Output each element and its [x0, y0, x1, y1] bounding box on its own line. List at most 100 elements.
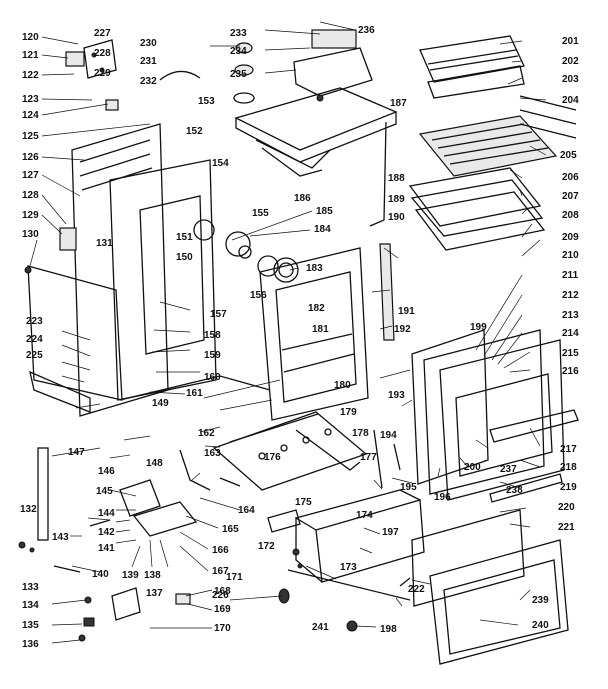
- oven-racks: [408, 35, 577, 251]
- part-label-221: 221: [558, 522, 575, 533]
- part-label-217: 217: [560, 444, 577, 455]
- broiler-drawer: [295, 489, 425, 583]
- part-label-201: 201: [562, 36, 579, 47]
- bracket-assembly: [65, 39, 117, 79]
- part-label-223: 223: [26, 316, 43, 327]
- part-label-126: 126: [22, 152, 39, 163]
- burner-assembly: [193, 219, 299, 283]
- part-label-159: 159: [204, 350, 221, 361]
- part-label-142: 142: [98, 527, 115, 538]
- lamp-assembly: [159, 29, 373, 104]
- part-label-216: 216: [562, 366, 579, 377]
- part-label-154: 154: [212, 158, 229, 169]
- part-label-213: 213: [562, 310, 579, 321]
- part-label-150: 150: [176, 252, 193, 263]
- part-label-234: 234: [230, 46, 247, 57]
- part-label-240: 240: [532, 620, 549, 631]
- part-label-162: 162: [198, 428, 215, 439]
- part-label-181: 181: [312, 324, 329, 335]
- part-label-174: 174: [356, 510, 373, 521]
- part-label-237: 237: [500, 464, 517, 475]
- part-label-158: 158: [204, 330, 221, 341]
- part-label-206: 206: [562, 172, 579, 183]
- part-label-207: 207: [562, 191, 579, 202]
- part-label-198: 198: [380, 624, 397, 635]
- part-label-190: 190: [388, 212, 405, 223]
- part-label-139: 139: [122, 570, 139, 581]
- part-label-147: 147: [68, 447, 85, 458]
- part-label-134: 134: [22, 600, 39, 611]
- part-label-226: 226: [212, 590, 229, 601]
- part-label-165: 165: [222, 524, 239, 535]
- part-label-239: 239: [532, 595, 549, 606]
- part-label-222: 222: [408, 584, 425, 595]
- part-label-168: 168: [214, 586, 231, 597]
- part-label-232: 232: [140, 76, 157, 87]
- part-label-121: 121: [22, 50, 39, 61]
- valve-parts: [37, 447, 198, 627]
- storage-drawer: [411, 473, 569, 665]
- part-label-177: 177: [360, 452, 377, 463]
- part-label-140: 140: [92, 569, 109, 580]
- part-label-175: 175: [295, 497, 312, 508]
- part-label-132: 132: [20, 504, 37, 515]
- part-label-148: 148: [146, 458, 163, 469]
- part-label-179: 179: [340, 407, 357, 418]
- part-label-129: 129: [22, 210, 39, 221]
- part-label-138: 138: [144, 570, 161, 581]
- part-label-220: 220: [558, 502, 575, 513]
- part-label-164: 164: [238, 505, 255, 516]
- part-label-191: 191: [398, 306, 415, 317]
- part-label-195: 195: [400, 482, 417, 493]
- part-label-214: 214: [562, 328, 579, 339]
- part-label-224: 224: [26, 334, 43, 345]
- part-label-152: 152: [186, 126, 203, 137]
- cooktop-cover: [234, 87, 398, 227]
- part-label-219: 219: [560, 482, 577, 493]
- part-label-120: 120: [22, 32, 39, 43]
- part-label-153: 153: [198, 96, 215, 107]
- part-label-209: 209: [562, 232, 579, 243]
- part-label-125: 125: [22, 131, 39, 142]
- part-label-183: 183: [306, 263, 323, 274]
- part-label-182: 182: [308, 303, 325, 314]
- part-label-212: 212: [562, 290, 579, 301]
- part-label-238: 238: [506, 485, 523, 496]
- part-label-127: 127: [22, 170, 39, 181]
- part-label-200: 200: [464, 462, 481, 473]
- part-label-123: 123: [22, 94, 39, 105]
- small-clip: [105, 99, 119, 111]
- part-label-185: 185: [316, 206, 333, 217]
- part-label-167: 167: [212, 566, 229, 577]
- part-label-235: 235: [230, 69, 247, 80]
- part-label-233: 233: [230, 28, 247, 39]
- part-label-130: 130: [22, 229, 39, 240]
- part-label-184: 184: [314, 224, 331, 235]
- part-label-157: 157: [210, 309, 227, 320]
- part-label-143: 143: [52, 532, 69, 543]
- part-label-203: 203: [562, 74, 579, 85]
- part-label-122: 122: [22, 70, 39, 81]
- part-label-199: 199: [470, 322, 487, 333]
- part-label-180: 180: [334, 380, 351, 391]
- part-label-166: 166: [212, 545, 229, 556]
- part-label-236: 236: [358, 25, 375, 36]
- part-label-186: 186: [294, 193, 311, 204]
- part-label-131: 131: [96, 238, 113, 249]
- part-label-169: 169: [214, 604, 231, 615]
- part-label-176: 176: [264, 452, 281, 463]
- part-label-151: 151: [176, 232, 193, 243]
- part-label-208: 208: [562, 210, 579, 221]
- part-label-173: 173: [340, 562, 357, 573]
- part-label-231: 231: [140, 56, 157, 67]
- leader-lines: [29, 21, 547, 644]
- part-label-144: 144: [98, 508, 115, 519]
- part-label-204: 204: [562, 95, 579, 106]
- main-oven-door: [411, 329, 579, 501]
- part-label-228: 228: [94, 48, 111, 59]
- part-label-128: 128: [22, 190, 39, 201]
- part-label-230: 230: [140, 38, 157, 49]
- part-label-156: 156: [250, 290, 267, 301]
- part-label-196: 196: [434, 492, 451, 503]
- part-label-172: 172: [258, 541, 275, 552]
